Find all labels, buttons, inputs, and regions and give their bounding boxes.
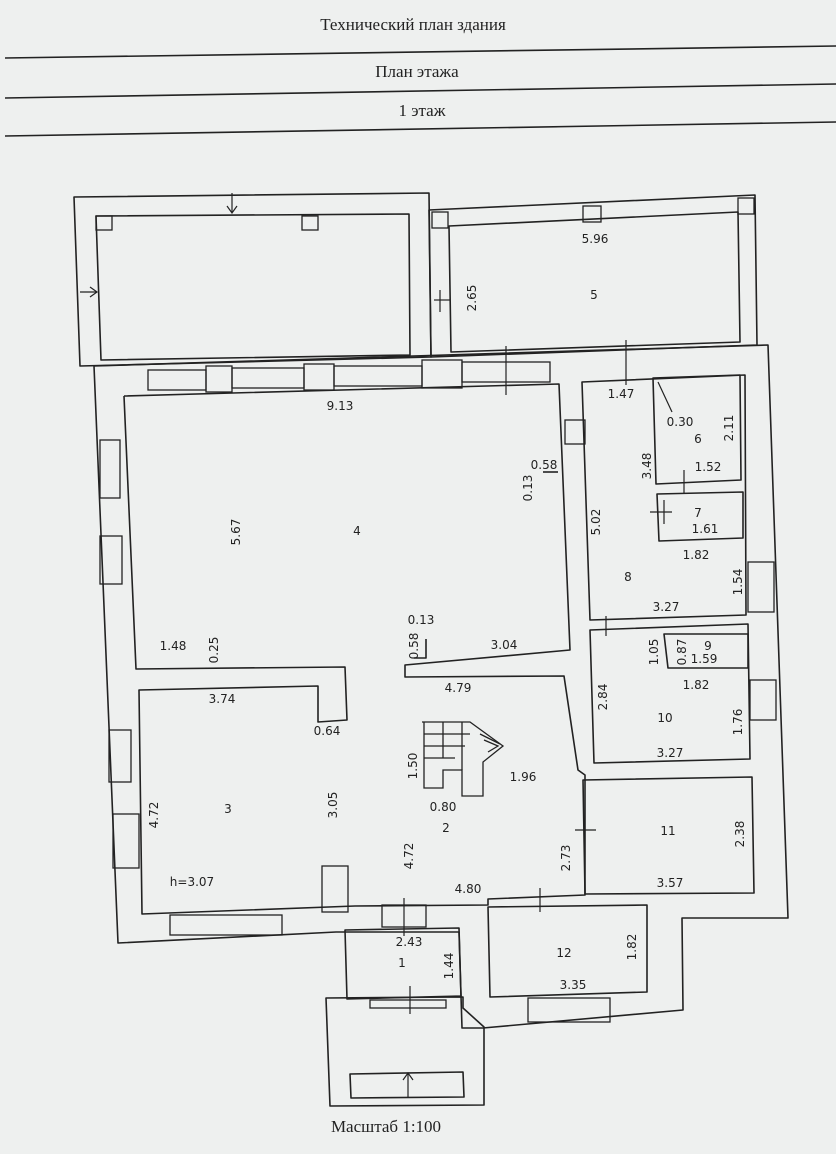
dim-4-72-a: 4.72 <box>147 802 161 829</box>
staircase <box>422 721 505 797</box>
room-4-label: 4 <box>353 524 361 538</box>
dim-9-13: 9.13 <box>327 399 354 413</box>
dim-0-58-b: 0.58 <box>407 633 421 660</box>
floor-label: 1 этаж <box>399 101 446 120</box>
dim-0-64: 0.64 <box>314 724 341 738</box>
room-7-label: 7 <box>694 506 702 520</box>
ceiling-height: h=3.07 <box>170 875 214 889</box>
room-labels: 1 2 3 4 5 6 7 8 9 10 11 12 <box>224 288 712 970</box>
header-rules <box>4 45 836 137</box>
dim-3-35: 3.35 <box>560 978 587 992</box>
dim-5-96: 5.96 <box>582 232 609 246</box>
dim-2-84: 2.84 <box>596 684 610 711</box>
dim-1-50: 1.50 <box>406 753 420 780</box>
dim-1-59: 1.59 <box>691 652 718 666</box>
plan-subtitle: План этажа <box>375 62 459 81</box>
dim-1-76: 1.76 <box>731 709 745 736</box>
dim-1-48: 1.48 <box>160 639 187 653</box>
dim-3-27-a: 3.27 <box>653 600 680 614</box>
scale-label: Масштаб 1:100 <box>331 1117 441 1136</box>
dim-0-80: 0.80 <box>430 800 457 814</box>
dim-2-11: 2.11 <box>722 415 736 442</box>
door-marks <box>80 193 685 1098</box>
dim-3-04: 3.04 <box>491 638 518 652</box>
room-11-label: 11 <box>660 824 675 838</box>
dim-1-82-c: 1.82 <box>625 934 639 961</box>
dim-1-47: 1.47 <box>608 387 635 401</box>
room-10-label: 10 <box>657 711 672 725</box>
dim-4-80: 4.80 <box>455 882 482 896</box>
dim-5-67: 5.67 <box>229 519 243 546</box>
room-8-label: 8 <box>624 570 632 584</box>
plan-title: Технический план здания <box>320 15 506 34</box>
dim-1-61: 1.61 <box>692 522 719 536</box>
room-2-label: 2 <box>442 821 450 835</box>
dim-4-79: 4.79 <box>445 681 472 695</box>
dim-0-13-b: 0.13 <box>408 613 435 627</box>
dim-1-82-a: 1.82 <box>683 548 710 562</box>
dim-1-44: 1.44 <box>442 953 456 980</box>
dim-0-25: 0.25 <box>207 637 221 664</box>
dim-4-72-b: 4.72 <box>402 843 416 870</box>
dim-2-65: 2.65 <box>465 285 479 312</box>
dim-0-30: 0.30 <box>667 415 694 429</box>
dim-3-48: 3.48 <box>640 453 654 480</box>
dimension-labels-vertical: 2.65 5.67 0.13 2.11 3.48 5.02 1.54 0.58 … <box>147 285 747 980</box>
room-6-label: 6 <box>694 432 702 446</box>
dim-1-52: 1.52 <box>695 460 722 474</box>
dimension-labels: 5.96 9.13 0.58 1.47 0.30 1.52 1.61 1.82 … <box>160 232 722 992</box>
dim-2-73: 2.73 <box>559 845 573 872</box>
dim-0-87: 0.87 <box>675 639 689 666</box>
dim-2-38: 2.38 <box>733 821 747 848</box>
dim-1-05: 1.05 <box>647 639 661 666</box>
dim-2-43: 2.43 <box>396 935 423 949</box>
room-5-label: 5 <box>590 288 598 302</box>
dim-3-74: 3.74 <box>209 692 236 706</box>
dim-0-58-a: 0.58 <box>531 458 558 472</box>
dim-3-27-b: 3.27 <box>657 746 684 760</box>
dim-1-54: 1.54 <box>731 569 745 596</box>
room-3-label: 3 <box>224 802 232 816</box>
room-9-label: 9 <box>704 639 712 653</box>
room-12-label: 12 <box>556 946 571 960</box>
building-walls <box>73 192 789 1107</box>
dim-1-96: 1.96 <box>510 770 537 784</box>
room-1-label: 1 <box>398 956 406 970</box>
dim-3-05: 3.05 <box>326 792 340 819</box>
dim-3-57: 3.57 <box>657 876 684 890</box>
dim-5-02: 5.02 <box>589 509 603 536</box>
dim-0-13-a: 0.13 <box>521 475 535 502</box>
dim-1-82-b: 1.82 <box>683 678 710 692</box>
